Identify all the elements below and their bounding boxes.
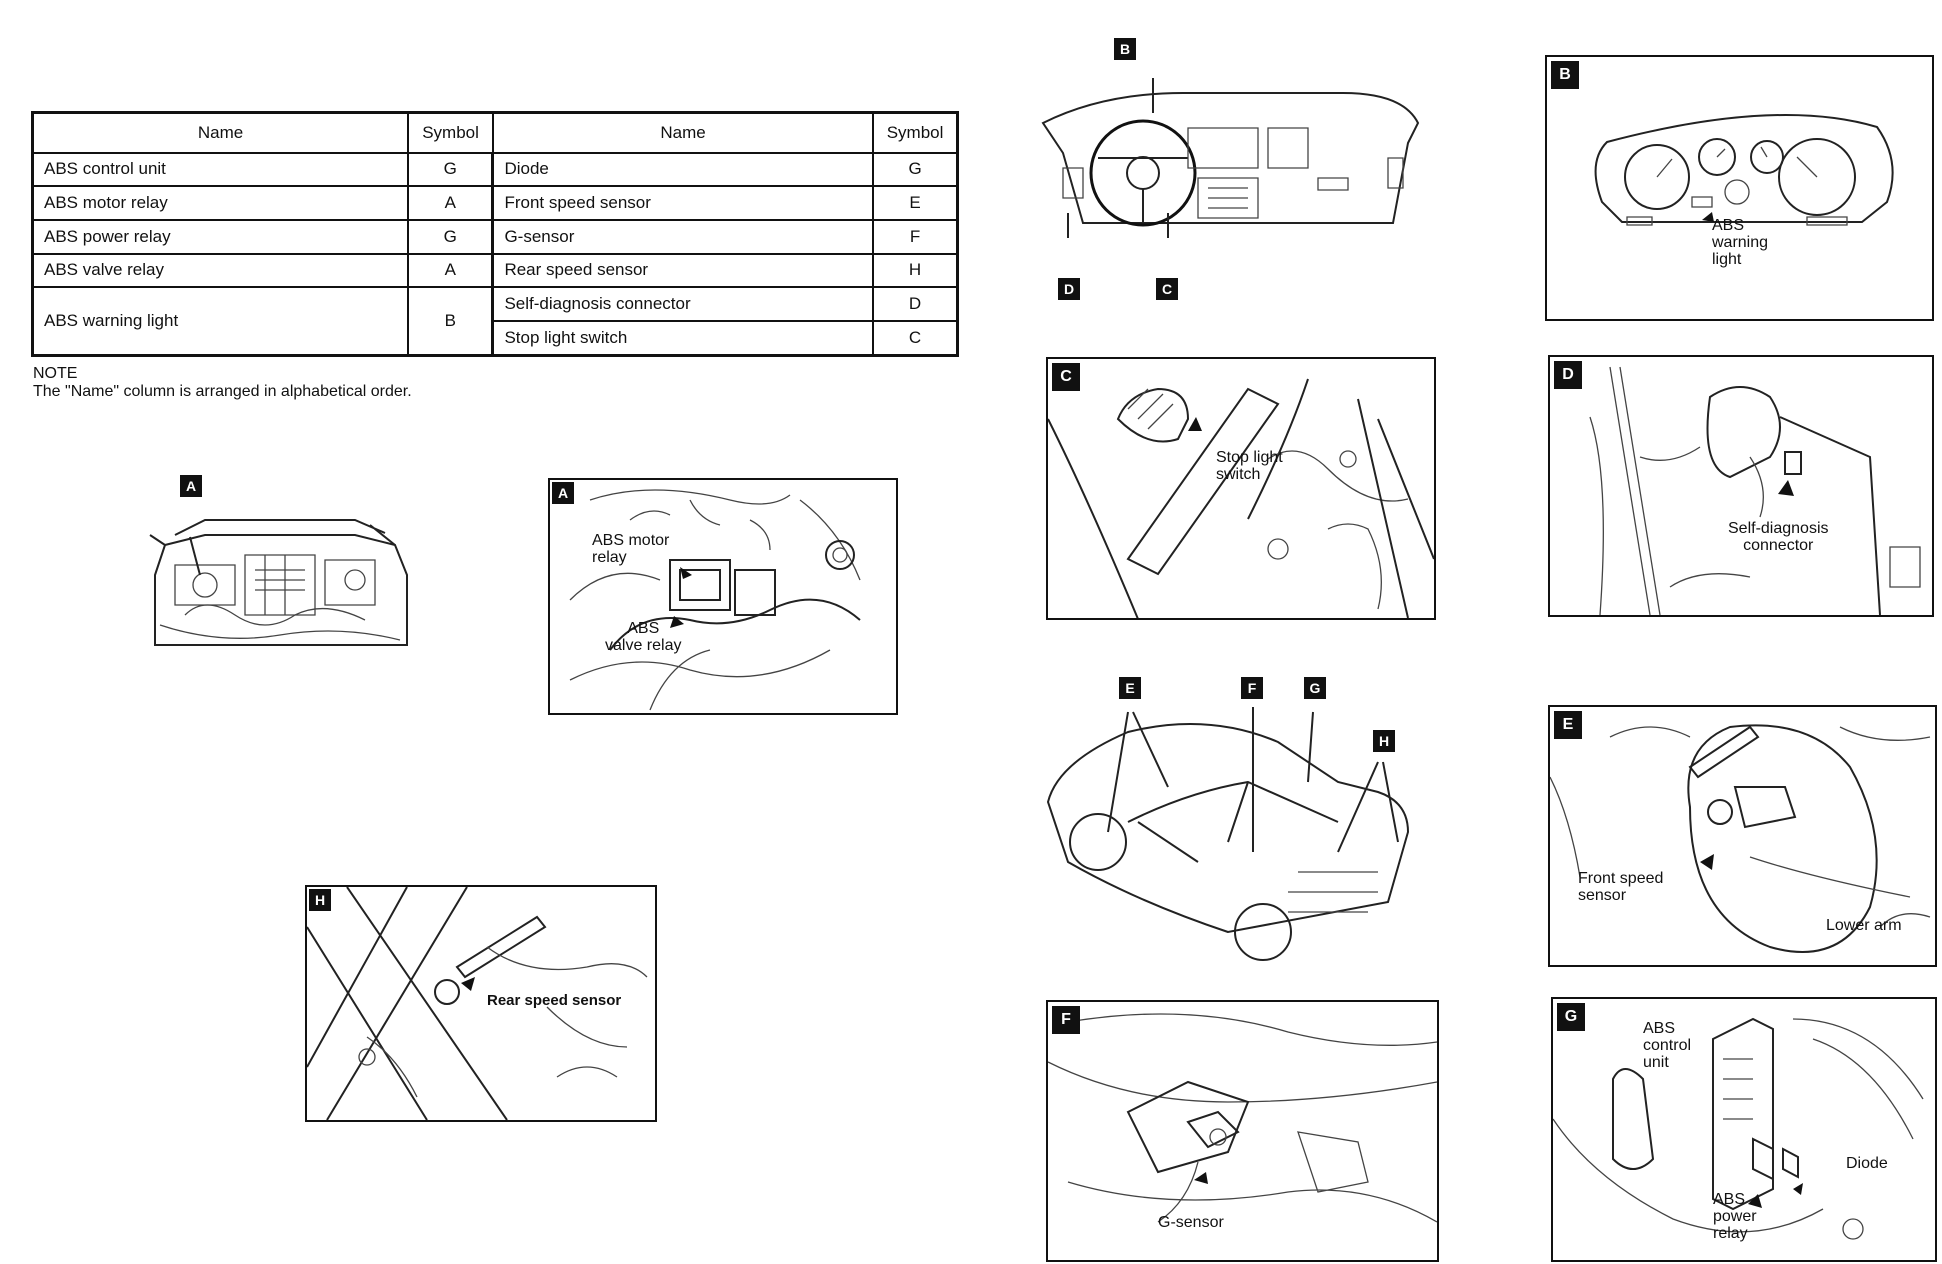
panel-f-g-sensor: F G-sensor bbox=[1046, 1000, 1439, 1262]
panel-tag-f: F bbox=[1052, 1006, 1080, 1034]
panel-a-abs-relays: A ABS motor relay ABS valve relay bbox=[548, 478, 898, 715]
table-note: NOTE The "Name" column is arranged in al… bbox=[33, 365, 412, 401]
table-cell-symbol: H bbox=[872, 252, 959, 289]
engine-bay-illustration: A bbox=[145, 475, 415, 690]
panel-b-abs-warning-light: B ABS warning light bbox=[1545, 55, 1934, 321]
table-cell-symbol: F bbox=[872, 218, 959, 255]
callout-tag-d: D bbox=[1058, 278, 1080, 300]
panel-h-rear-speed-sensor: H Rear speed sensor bbox=[305, 885, 657, 1122]
table-cell-symbol: G bbox=[872, 151, 959, 188]
table-cell-name: ABS warning light bbox=[31, 286, 410, 357]
header-symbol-left: Symbol bbox=[407, 111, 494, 154]
table-cell-symbol: E bbox=[872, 185, 959, 221]
panel-c-stop-light-switch: C Stop light switch bbox=[1046, 357, 1436, 620]
panel-tag-h: H bbox=[309, 889, 331, 911]
label-abs-warning-light: ABS warning light bbox=[1712, 217, 1769, 268]
table-cell-symbol: G bbox=[407, 151, 494, 188]
label-abs-power-relay: ABS power relay bbox=[1713, 1191, 1757, 1242]
callout-tag-g: G bbox=[1304, 677, 1326, 699]
header-symbol-right: Symbol bbox=[872, 111, 959, 154]
table-cell-name: Self-diagnosis connector bbox=[491, 286, 875, 323]
table-cell-symbol: A bbox=[407, 252, 494, 289]
note-text: The "Name" column is arranged in alphabe… bbox=[33, 383, 412, 400]
panel-e-front-speed-sensor: E Front speed sensor Lower arm bbox=[1548, 705, 1937, 967]
label-diode: Diode bbox=[1846, 1155, 1888, 1172]
label-abs-control-unit: ABS control unit bbox=[1643, 1020, 1692, 1071]
note-title: NOTE bbox=[33, 365, 78, 382]
label-self-diagnosis-connector: Self-diagnosis connector bbox=[1728, 520, 1829, 554]
table-cell-name: G-sensor bbox=[491, 218, 875, 255]
component-location-table: Name Symbol Name Symbol ABS control unit… bbox=[31, 111, 959, 357]
table-cell-name: ABS control unit bbox=[31, 151, 410, 188]
table-cell-symbol: C bbox=[872, 320, 959, 357]
callout-tag-h: H bbox=[1373, 730, 1395, 752]
callout-tag-e: E bbox=[1119, 677, 1141, 699]
car-illustration: E F G H bbox=[1038, 672, 1418, 972]
table-cell-name: ABS valve relay bbox=[31, 252, 410, 289]
label-lower-arm: Lower arm bbox=[1826, 917, 1902, 934]
dashboard-illustration: B D C bbox=[1038, 38, 1423, 308]
table-cell-name: Front speed sensor bbox=[491, 185, 875, 221]
panel-tag-b: B bbox=[1551, 61, 1579, 89]
label-abs-valve-relay: ABS valve relay bbox=[605, 620, 682, 654]
header-name-right: Name bbox=[491, 111, 875, 154]
table-cell-name: ABS motor relay bbox=[31, 185, 410, 221]
panel-tag-g: G bbox=[1557, 1003, 1585, 1031]
table-cell-symbol: D bbox=[872, 286, 959, 323]
label-front-speed-sensor: Front speed sensor bbox=[1578, 870, 1664, 904]
label-rear-speed-sensor: Rear speed sensor bbox=[487, 992, 622, 1009]
panel-tag-c: C bbox=[1052, 363, 1080, 391]
table-cell-symbol: B bbox=[407, 286, 494, 357]
panel-d-self-diagnosis-connector: D Self-diagnosis connector bbox=[1548, 355, 1934, 617]
callout-tag-c: C bbox=[1156, 278, 1178, 300]
panel-tag-a: A bbox=[552, 482, 574, 504]
table-cell-symbol: G bbox=[407, 218, 494, 255]
table-cell-name: Rear speed sensor bbox=[491, 252, 875, 289]
label-g-sensor: G-sensor bbox=[1158, 1214, 1224, 1231]
callout-tag-b: B bbox=[1114, 38, 1136, 60]
label-stop-light-switch: Stop light switch bbox=[1216, 449, 1283, 483]
panel-g-abs-control-unit: G ABS control unit Diode ABS power relay bbox=[1551, 997, 1937, 1262]
table-cell-name: Stop light switch bbox=[491, 320, 875, 357]
table-cell-name: Diode bbox=[491, 151, 875, 188]
label-abs-motor-relay: ABS motor relay bbox=[592, 532, 670, 566]
table-cell-name: ABS power relay bbox=[31, 218, 410, 255]
table-cell-symbol: A bbox=[407, 185, 494, 221]
panel-tag-d: D bbox=[1554, 361, 1582, 389]
panel-tag-e: E bbox=[1554, 711, 1582, 739]
header-name-left: Name bbox=[31, 111, 410, 154]
callout-tag-f: F bbox=[1241, 677, 1263, 699]
callout-tag-a: A bbox=[180, 475, 202, 497]
